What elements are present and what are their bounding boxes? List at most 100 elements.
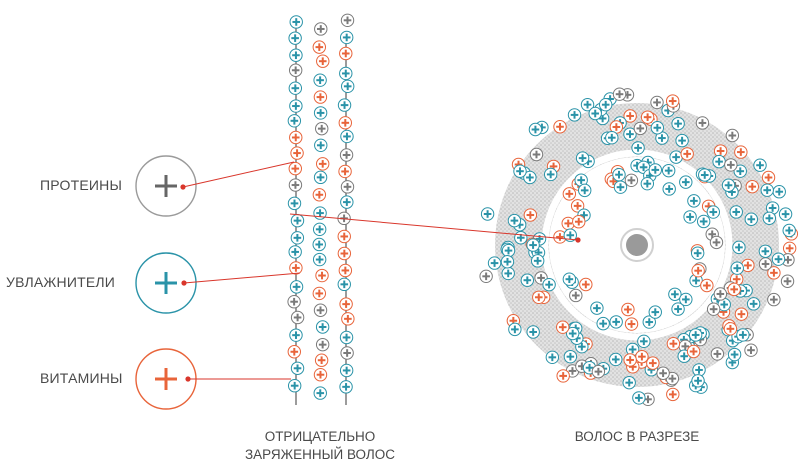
strand-particle bbox=[290, 361, 305, 375]
strand-caption-line1: ОТРИЦАТЕЛЬНО bbox=[264, 429, 376, 444]
cross-section-particle bbox=[695, 116, 710, 130]
cross-section-particle bbox=[479, 269, 493, 284]
strand-particle bbox=[312, 222, 327, 237]
cross-section-particle bbox=[650, 121, 665, 135]
cross-section-particle bbox=[727, 282, 741, 297]
strand-particle bbox=[339, 330, 354, 345]
cross-section-particle bbox=[542, 277, 556, 292]
cross-section-particle bbox=[734, 145, 748, 159]
strand-particle bbox=[290, 231, 305, 245]
cross-section-particle bbox=[692, 363, 706, 377]
cross-section-particle bbox=[633, 121, 648, 136]
cross-section-particle bbox=[730, 261, 744, 275]
cross-section-particle bbox=[578, 183, 592, 198]
strand-particle bbox=[289, 328, 303, 342]
strand-particle bbox=[313, 170, 328, 185]
strand-particle bbox=[287, 345, 302, 359]
cross-section-particle bbox=[609, 352, 623, 367]
cross-section-particle bbox=[762, 211, 777, 225]
cross-section-particle bbox=[513, 164, 527, 178]
cross-section-particle bbox=[656, 366, 670, 380]
strand-particle bbox=[287, 196, 302, 211]
pointer-dot-proteins bbox=[180, 184, 186, 190]
cross-section-particle bbox=[669, 150, 683, 164]
strand-particle bbox=[339, 363, 354, 378]
legend-label-moisturizers: УВЛАЖНИТЕЛИ bbox=[6, 274, 116, 290]
cross-section-particle bbox=[623, 109, 637, 123]
cross-section-particle bbox=[712, 154, 726, 169]
cross-section-particle bbox=[501, 266, 515, 281]
cross-section-particle bbox=[569, 288, 583, 303]
cross-section-particle bbox=[529, 147, 544, 162]
cross-section-particle bbox=[679, 292, 693, 307]
cross-section-particle bbox=[691, 374, 705, 388]
strand-particle bbox=[289, 130, 303, 145]
strand-particle bbox=[314, 353, 329, 367]
strand-particle bbox=[289, 15, 303, 29]
cross-section-particle bbox=[668, 287, 682, 301]
cross-section-particle bbox=[662, 182, 676, 196]
strand-caption-line2: ЗАРЯЖЕННЫЙ ВОЛОС bbox=[244, 447, 395, 462]
cross-section-particle bbox=[598, 97, 613, 112]
strand-particle bbox=[288, 81, 303, 95]
cross-section-particle bbox=[688, 328, 703, 342]
cross-section-particle bbox=[734, 307, 749, 321]
strand-particle bbox=[337, 246, 352, 261]
cross-section-particle bbox=[780, 274, 795, 288]
legend-label-vitamins: ВИТАМИНЫ bbox=[40, 370, 123, 386]
cross-section-particle bbox=[526, 238, 540, 252]
cross-section-particle bbox=[648, 305, 662, 319]
cross-section-particle bbox=[767, 266, 781, 280]
strand-particle bbox=[339, 30, 354, 45]
cross-section-particle bbox=[624, 317, 639, 331]
cross-section-particle bbox=[580, 97, 595, 112]
cross-section-particle bbox=[782, 223, 796, 238]
cross-section-particle bbox=[623, 127, 637, 141]
cross-section-particle bbox=[507, 213, 522, 228]
strand-particle bbox=[312, 188, 327, 202]
cross-section-particle bbox=[655, 131, 669, 145]
cross-section-particle bbox=[572, 215, 586, 229]
cross-section-particle bbox=[758, 244, 773, 258]
cross-section-particle bbox=[480, 207, 495, 221]
cross-section-particle bbox=[591, 364, 606, 379]
strand-particle bbox=[314, 138, 328, 153]
strand-particle bbox=[313, 303, 328, 317]
cross-section-particle bbox=[640, 110, 655, 124]
strand-particle bbox=[287, 295, 301, 309]
cross-section-particle bbox=[778, 207, 793, 221]
strand-particle bbox=[312, 237, 326, 252]
strand-particle bbox=[316, 54, 330, 68]
cross-section-particle bbox=[679, 175, 693, 189]
strand-particle bbox=[339, 297, 353, 311]
cross-section-particle bbox=[632, 391, 646, 405]
cross-section-particle bbox=[523, 208, 538, 222]
cross-section-particle bbox=[575, 151, 590, 165]
pointer-dot-moisturizers bbox=[181, 280, 187, 286]
strand-particle bbox=[312, 40, 327, 54]
cross-section-particle bbox=[530, 254, 545, 268]
medulla bbox=[626, 234, 648, 256]
strand-particle bbox=[337, 229, 351, 244]
strand-particle bbox=[289, 48, 303, 62]
cross-section-particle bbox=[760, 183, 774, 197]
cross-section-particle bbox=[686, 344, 701, 359]
cross-section-particle bbox=[609, 120, 624, 134]
cross-section-particle bbox=[782, 241, 797, 256]
cross-section-particle bbox=[613, 180, 628, 194]
strand-particle bbox=[287, 379, 302, 393]
strand-particle bbox=[340, 195, 354, 209]
cross-section-particle bbox=[772, 185, 786, 199]
cross-section-particle bbox=[698, 168, 712, 182]
pointer-proteins bbox=[182, 161, 295, 188]
cross-section-particle bbox=[741, 258, 755, 273]
cross-section-particle bbox=[570, 199, 585, 213]
cross-section-particle bbox=[727, 347, 742, 362]
cross-section-particle bbox=[565, 326, 580, 341]
strand-particle bbox=[288, 161, 302, 176]
strand-particle bbox=[288, 245, 302, 259]
cross-section-particle bbox=[733, 164, 747, 178]
strand-particle bbox=[315, 268, 329, 283]
legend-proteins bbox=[135, 155, 197, 217]
